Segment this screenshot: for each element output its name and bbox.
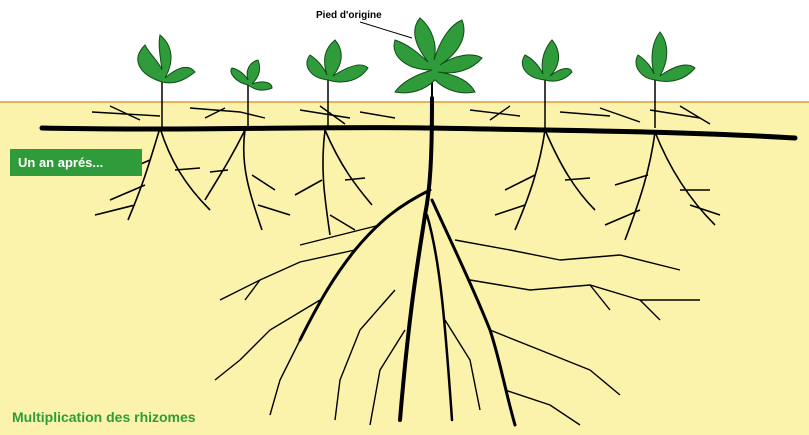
diagram-caption: Multiplication des rhizomes bbox=[12, 409, 196, 425]
origin-label: Pied d'origine bbox=[316, 10, 382, 21]
plant-icon bbox=[394, 18, 482, 100]
origin-pointer bbox=[360, 22, 412, 38]
year-label: Un an aprés... bbox=[10, 149, 142, 176]
